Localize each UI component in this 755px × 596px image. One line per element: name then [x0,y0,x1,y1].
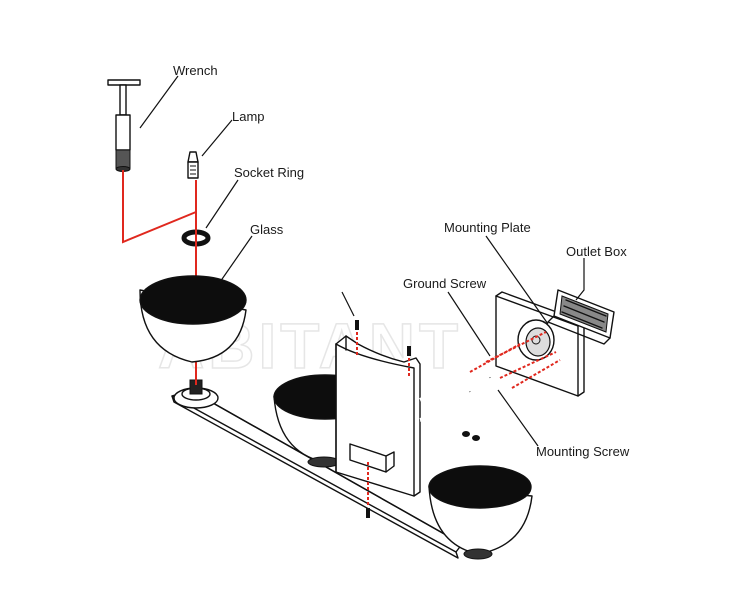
wrench-tool [107,79,141,172]
label-ground-screw: Ground Screw [403,276,487,291]
glass-shade-1 [139,275,247,363]
label-outlet-box: Outlet Box [566,244,627,259]
label-glass: Glass [250,222,284,237]
label-socket-ring: Socket Ring [234,165,304,180]
leader-lines [139,75,585,447]
socket-base [173,379,219,409]
label-mounting-screw: Mounting Screw [536,444,630,459]
assembly-guides-right [469,331,561,389]
back-plate [335,335,421,497]
part-labels: Wrench Lamp Socket Ring Glass Mounting P… [173,63,630,459]
lamp-bulb [187,151,199,179]
label-mounting-plate: Mounting Plate [444,220,531,235]
label-lamp: Lamp [232,109,265,124]
back-plate-screws [341,291,411,518]
label-wrench: Wrench [173,63,218,78]
glass-shade-3 [428,465,533,560]
outlet-box [547,289,615,345]
